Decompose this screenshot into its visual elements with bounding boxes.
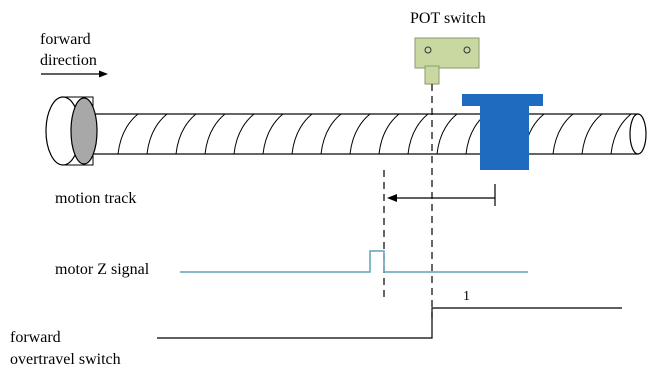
motion-track-arrow-icon bbox=[387, 184, 496, 206]
screw-thread-line bbox=[349, 113, 371, 155]
switch-screw-right-icon bbox=[463, 46, 471, 54]
screw-thread-line bbox=[436, 113, 458, 155]
pot-switch-label: POT switch bbox=[410, 10, 486, 27]
screw-thread-line bbox=[291, 113, 313, 155]
screw-end-right bbox=[629, 113, 647, 155]
switch-screw-left-icon bbox=[424, 46, 432, 54]
screw-thread-line bbox=[262, 113, 284, 155]
forward-direction-label-line2: direction bbox=[40, 52, 97, 69]
pot-switch-body bbox=[414, 37, 480, 69]
high-level-label: 1 bbox=[463, 289, 470, 304]
ball-screw bbox=[45, 96, 647, 166]
screw-thread-line bbox=[117, 113, 139, 155]
screw-thread-line bbox=[175, 113, 197, 155]
forward-direction-arrow-icon bbox=[41, 70, 108, 78]
screw-thread-line bbox=[204, 113, 226, 155]
screw-thread-line bbox=[233, 113, 255, 155]
end-cap-face bbox=[70, 97, 98, 165]
motor-z-signal-label: motor Z signal bbox=[55, 261, 150, 278]
screw-shaft bbox=[77, 113, 639, 155]
forward-direction-label-line1: forward bbox=[40, 31, 91, 48]
screw-thread-line bbox=[581, 113, 603, 155]
screw-thread-line bbox=[407, 113, 429, 155]
screw-thread-line bbox=[320, 113, 342, 155]
screw-thread-line bbox=[378, 113, 400, 155]
screw-thread-line bbox=[552, 113, 574, 155]
motor-z-signal-waveform bbox=[180, 250, 528, 273]
pot-switch-icon bbox=[414, 37, 480, 85]
switch-plunger bbox=[424, 65, 440, 85]
screw-thread-line bbox=[610, 113, 632, 155]
forward-overtravel-label-line1: forward bbox=[10, 329, 61, 346]
motion-track-label: motion track bbox=[55, 190, 136, 207]
slider-block bbox=[462, 94, 543, 170]
slider-block-icon bbox=[462, 94, 543, 170]
screw-thread-line bbox=[146, 113, 168, 155]
forward-overtravel-waveform bbox=[157, 307, 622, 339]
forward-overtravel-label-line2: overtravel switch bbox=[10, 351, 121, 368]
